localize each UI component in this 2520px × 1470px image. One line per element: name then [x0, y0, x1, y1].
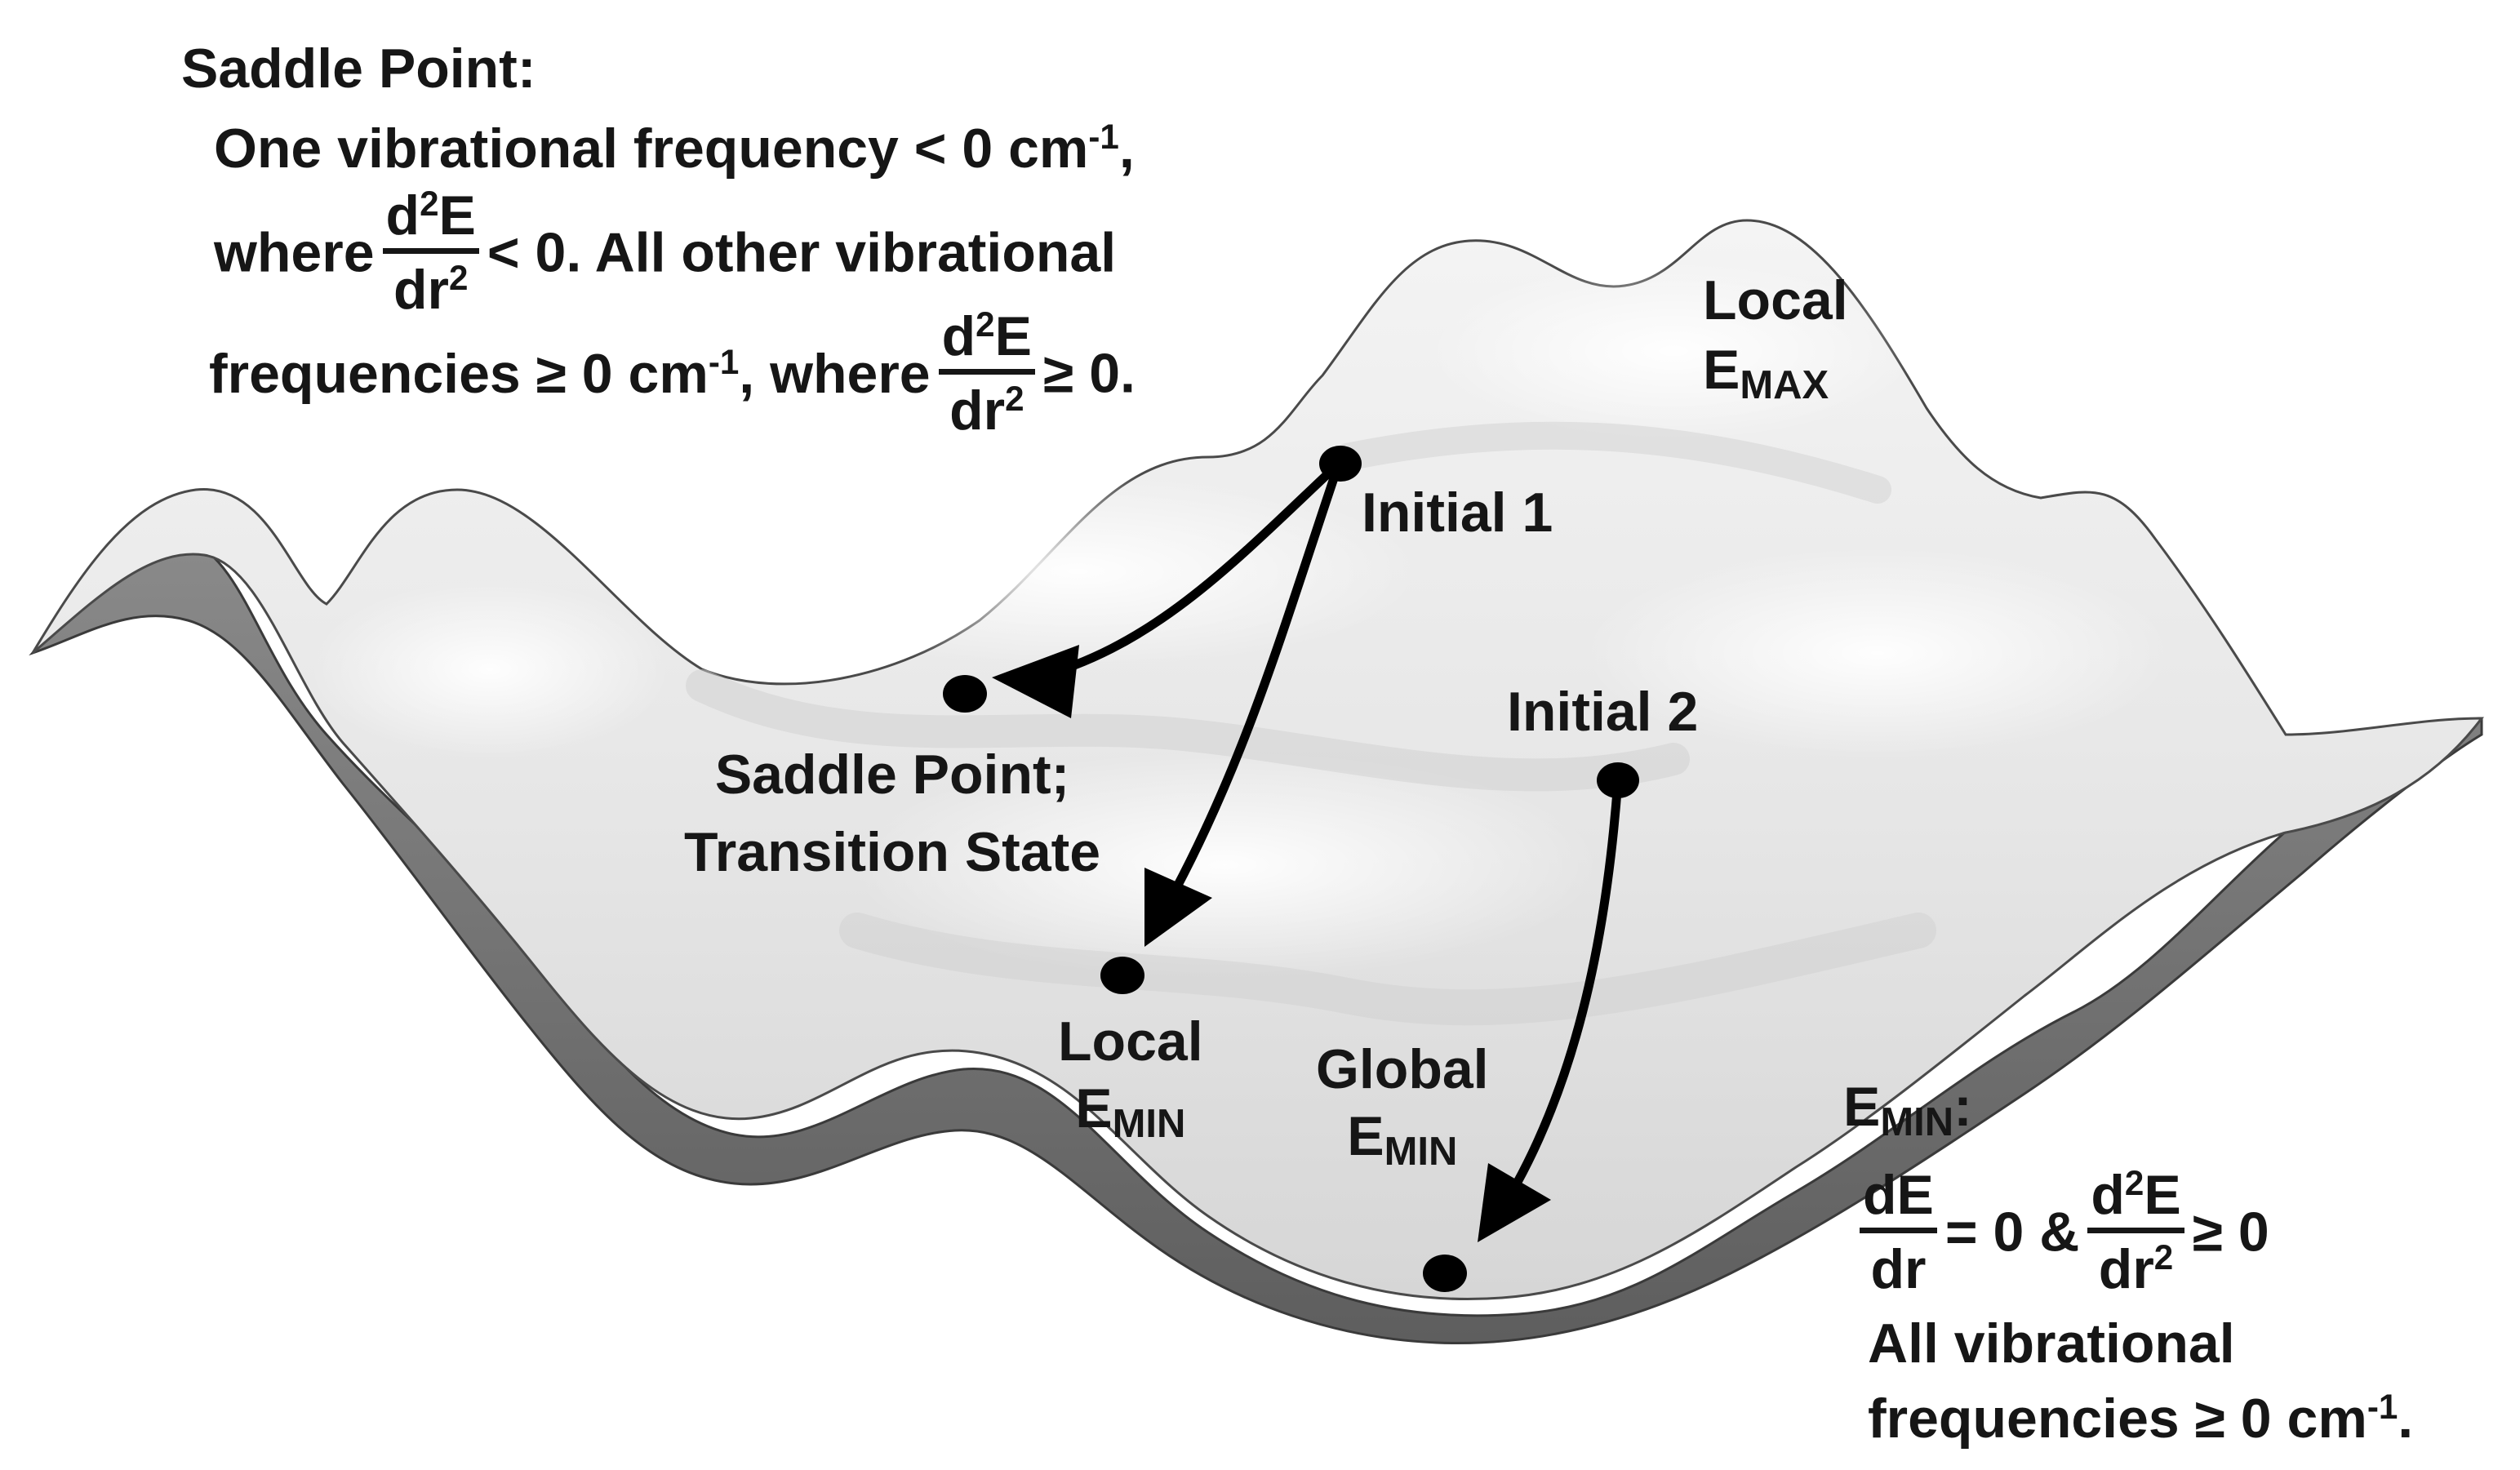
ridge-highlight	[310, 580, 669, 759]
arrow-head	[992, 645, 1079, 718]
saddle-note-line1: One vibrational frequency < 0 cm-1,	[214, 117, 1135, 180]
arrow-head	[1144, 868, 1212, 947]
valley-shadow	[1333, 421, 1891, 504]
arrow-initial2-to-global-min	[1512, 775, 1623, 1188]
initial2-point	[1597, 762, 1639, 798]
local-max-label: Local EMAX	[1703, 269, 1848, 408]
valley-shadow	[686, 669, 1690, 792]
arrow-initial1-to-local-min	[1171, 459, 1344, 895]
arrow-initial1-to-saddle	[1032, 459, 1344, 682]
global-min-label: Global EMIN	[1316, 1038, 1489, 1174]
emin-note-heading: EMIN:	[1843, 1076, 1972, 1145]
valley-shadow	[839, 913, 1936, 1026]
global-min-point	[1423, 1255, 1467, 1292]
saddle-point-label: Saddle Point; Transition State	[684, 744, 1101, 884]
emin-note-line3: frequencies ≥ 0 cm-1.	[1868, 1387, 2414, 1450]
ridge-highlight	[1429, 261, 1918, 441]
local-min-label: Local EMIN	[1058, 1010, 1203, 1146]
initial1-point	[1319, 446, 1362, 482]
saddle-note-heading: Saddle Point:	[181, 38, 536, 100]
ridge-highlight	[1584, 547, 2171, 759]
arrow-head	[1478, 1163, 1551, 1242]
initial1-label: Initial 1	[1362, 482, 1553, 544]
initial2-label: Initial 2	[1507, 681, 1699, 743]
local-min-point	[1100, 957, 1144, 994]
saddle-point-marker	[943, 675, 987, 713]
ridge-highlight	[735, 473, 1420, 669]
emin-note-line2: All vibrational	[1868, 1312, 2235, 1375]
ridge-highlight	[849, 751, 1600, 979]
